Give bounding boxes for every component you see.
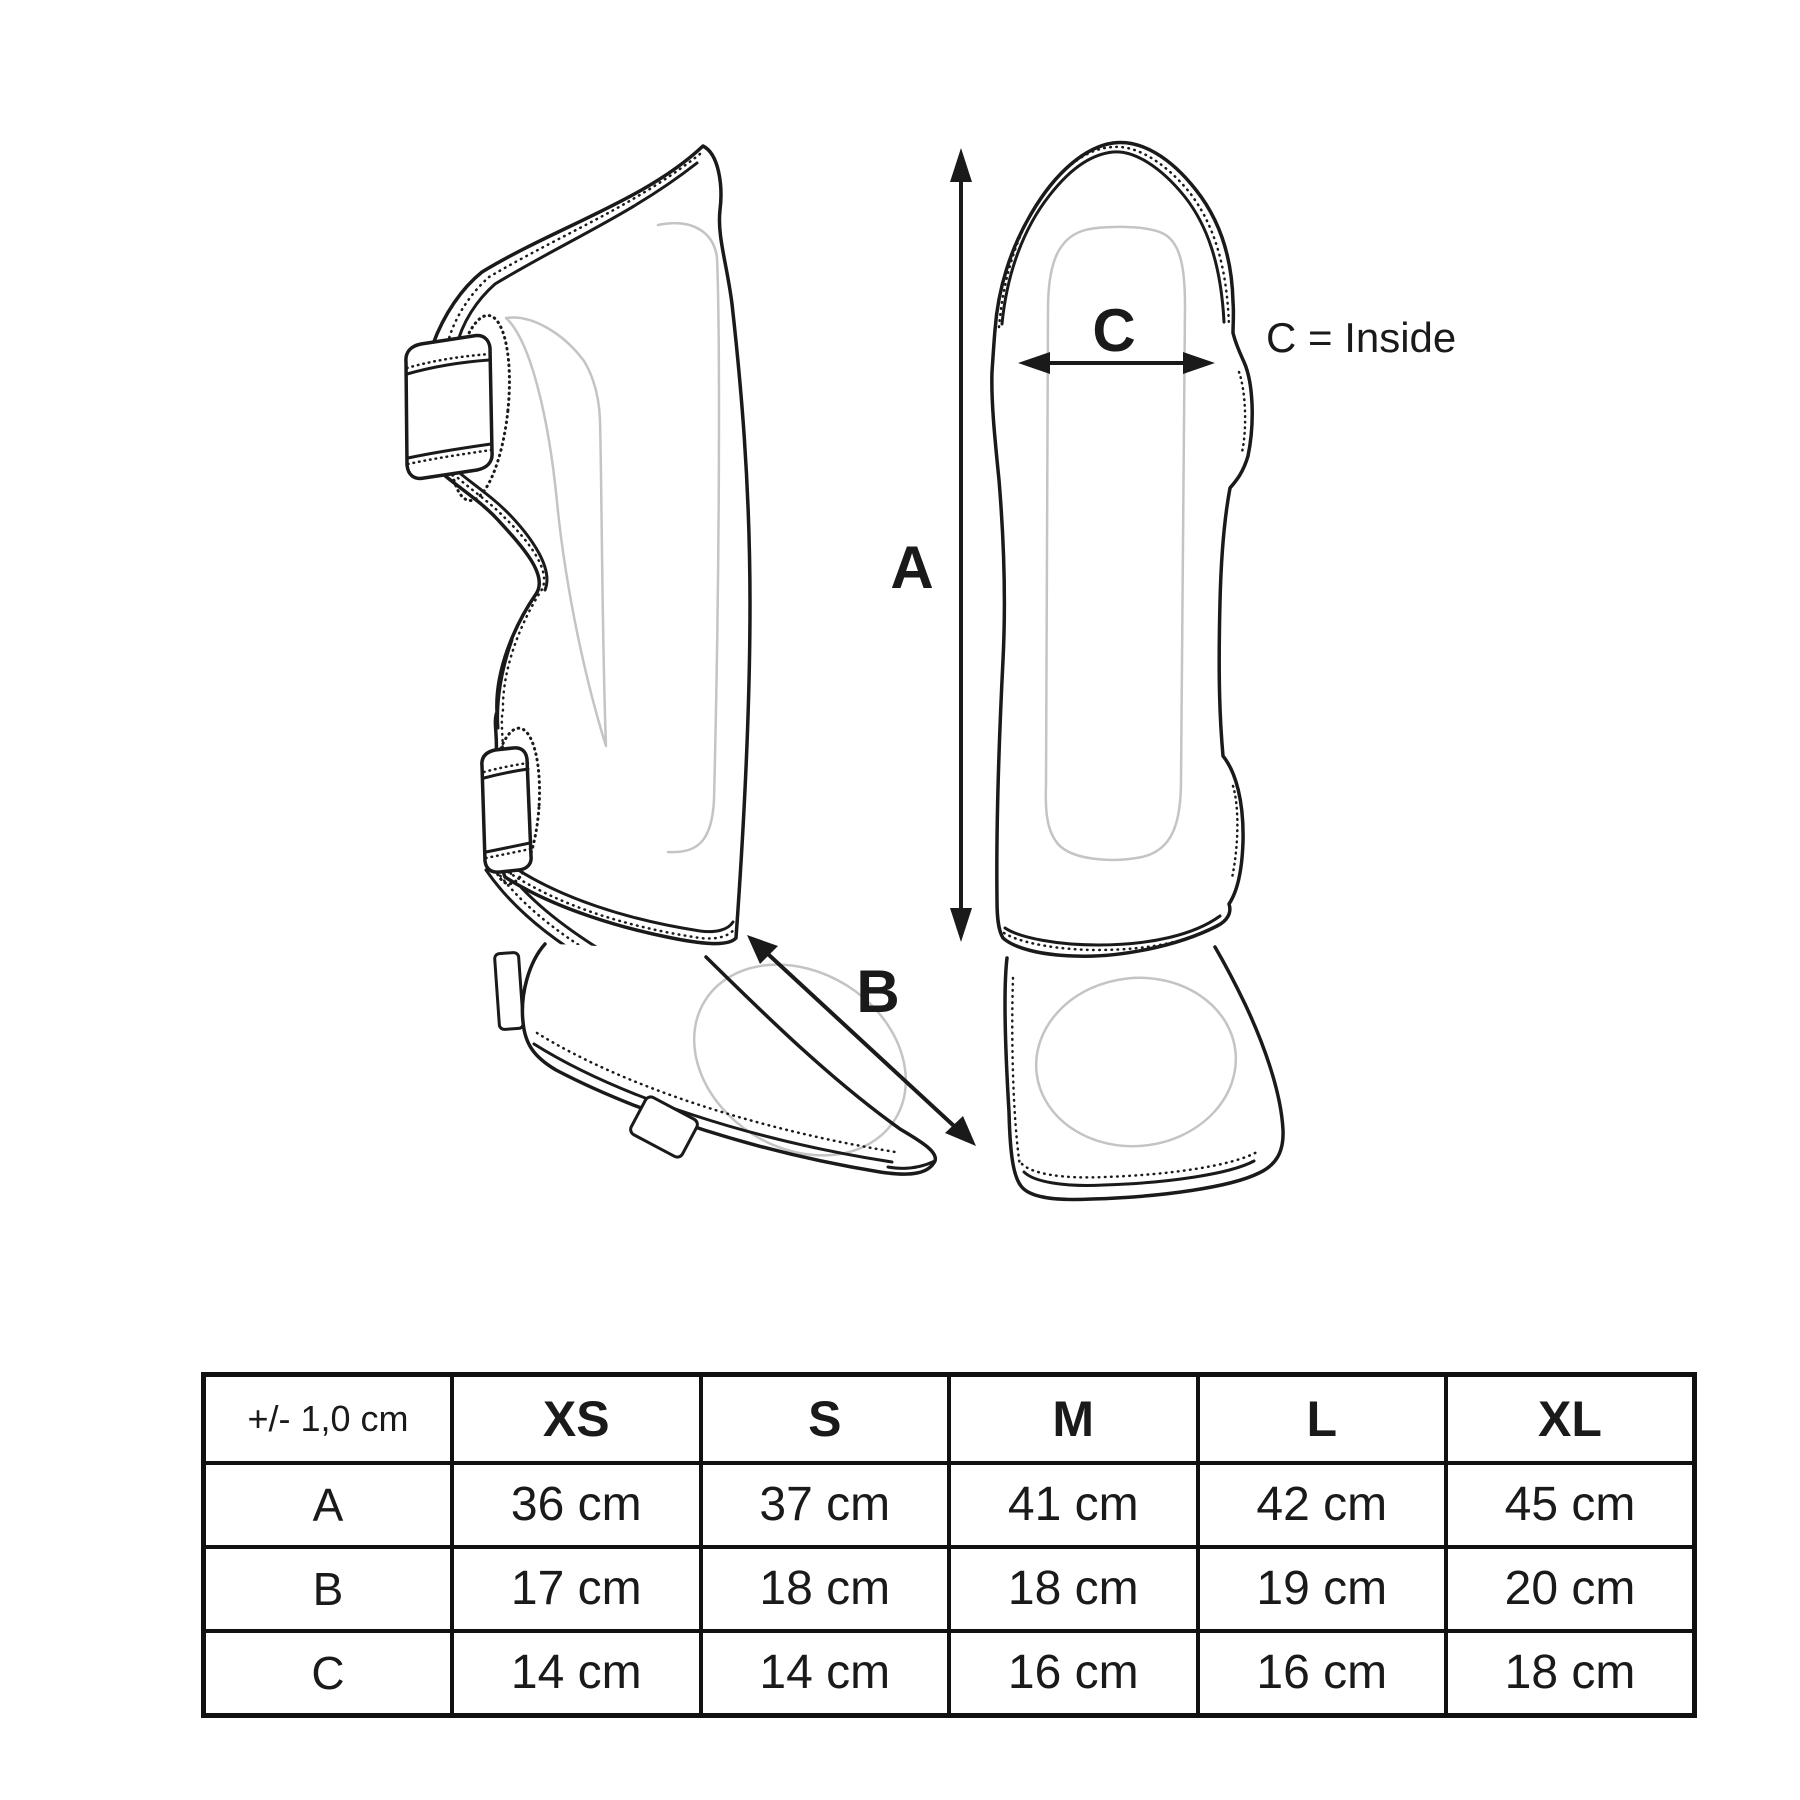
- side-pad-seam-blade: [504, 316, 608, 748]
- side-bottom-trim: [510, 864, 735, 934]
- value-b-xl: 20 cm: [1444, 1544, 1697, 1633]
- dimension-arrow-c-icon: [1018, 352, 1215, 374]
- value-b-l: 19 cm: [1195, 1544, 1448, 1633]
- top-strap-sleeve: [404, 333, 494, 481]
- front-foot-bottom-trim: [1022, 1159, 1256, 1187]
- front-pad-seam: [1044, 225, 1187, 862]
- size-table-header-row: +/- 1,0 cm XS S M L XL: [201, 1372, 1697, 1465]
- value-a-l: 42 cm: [1195, 1460, 1448, 1549]
- size-table-row-b: B 17 cm 18 cm 18 cm 19 cm 20 cm: [201, 1544, 1697, 1633]
- middle-strap-sleeve: [480, 746, 533, 874]
- value-b-m: 18 cm: [947, 1544, 1200, 1633]
- front-foot-outline: [1003, 945, 1285, 1202]
- side-foot-outline: [520, 942, 938, 1176]
- value-c-s: 14 cm: [698, 1628, 951, 1718]
- value-c-m: 16 cm: [947, 1628, 1200, 1718]
- size-table-row-c: C 14 cm 14 cm 16 cm 16 cm 18 cm: [201, 1628, 1697, 1718]
- front-plate-outline: [990, 140, 1254, 958]
- dimension-label-b: B: [856, 958, 899, 1025]
- side-sole-trim: [532, 1042, 894, 1164]
- side-sole-keeper-tab: [629, 1095, 699, 1159]
- top-strap-ring: [447, 313, 511, 503]
- side-top-trim: [454, 161, 699, 350]
- side-heel-strap-tab: [493, 951, 525, 1031]
- side-foot-pad-seam: [692, 963, 908, 1157]
- value-b-s: 18 cm: [698, 1544, 951, 1633]
- size-col-m: M: [947, 1372, 1200, 1465]
- value-a-s: 37 cm: [698, 1460, 951, 1549]
- front-foot-pad-seam: [1034, 976, 1238, 1148]
- front-dome-trim: [1000, 150, 1226, 326]
- dimension-arrow-b-icon: [747, 935, 976, 1146]
- size-table-row-a: A 36 cm 37 cm 41 cm 42 cm 45 cm: [201, 1460, 1697, 1549]
- front-plate-bottom-trim: [1003, 914, 1222, 947]
- size-col-xl: XL: [1444, 1372, 1697, 1465]
- row-label-b: B: [201, 1544, 454, 1633]
- value-a-xl: 45 cm: [1444, 1460, 1697, 1549]
- size-table: +/- 1,0 cm XS S M L XL A 36 cm 37 cm 41 …: [201, 1372, 1697, 1718]
- side-plate-outline: [428, 144, 752, 946]
- dimension-label-c: C: [1092, 297, 1135, 364]
- value-c-l: 16 cm: [1195, 1628, 1448, 1718]
- row-label-a: A: [201, 1460, 454, 1549]
- value-b-xs: 17 cm: [450, 1544, 703, 1633]
- c-inside-note: C = Inside: [1266, 314, 1456, 361]
- front-view-shin-guard: [990, 140, 1285, 1202]
- side-view-shin-guard: [404, 144, 938, 1176]
- side-top-strap-buckle: [404, 313, 511, 503]
- size-col-l: L: [1195, 1372, 1448, 1465]
- front-upper-tab-stitching: [1237, 370, 1247, 454]
- dimension-arrow-a-icon: [950, 148, 972, 942]
- front-lower-tab-stitching: [1230, 784, 1239, 880]
- value-a-m: 41 cm: [947, 1460, 1200, 1549]
- value-c-xs: 14 cm: [450, 1628, 703, 1718]
- side-foot-fill: [522, 944, 936, 1175]
- side-pad-seam-right: [656, 221, 721, 854]
- size-col-xs: XS: [450, 1372, 703, 1465]
- side-middle-strap-buckle: [480, 726, 542, 886]
- dimension-label-a: A: [890, 534, 933, 601]
- value-c-xl: 18 cm: [1444, 1628, 1697, 1718]
- tolerance-label: +/- 1,0 cm: [201, 1372, 454, 1465]
- dimension-annotations: A B C C = Inside: [747, 148, 1456, 1146]
- size-col-s: S: [698, 1372, 951, 1465]
- row-label-c: C: [201, 1628, 454, 1718]
- front-foot-fill: [1005, 947, 1284, 1200]
- value-a-xs: 36 cm: [450, 1460, 703, 1549]
